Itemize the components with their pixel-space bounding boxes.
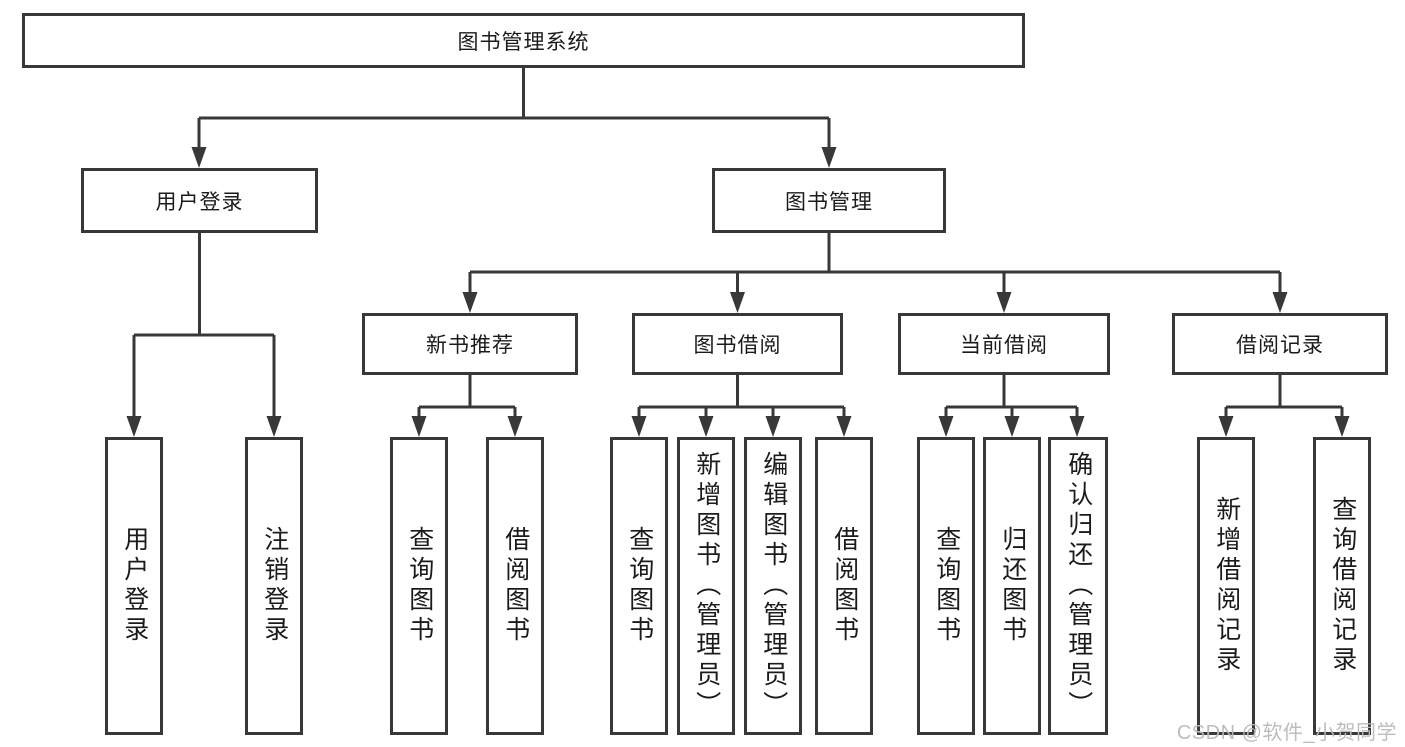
node-leaf-borrow-books-recommend: 借阅图书 [486, 437, 544, 735]
node-label: 图书管理 [785, 190, 873, 214]
connector-new-book-recommend-children [411, 375, 523, 437]
node-borrow-records: 借阅记录 [1172, 313, 1388, 375]
connector-borrow-records-children [1218, 375, 1350, 437]
node-leaf-confirm-return-admin: 确认归还（管理员） [1048, 437, 1108, 735]
node-book-management: 图书管理 [712, 168, 946, 233]
connector-book-borrow-children [631, 375, 852, 437]
connector-root-to-level2 [191, 68, 837, 168]
node-label: 编辑图书（管理员） [759, 451, 788, 721]
node-label: 借阅图书 [830, 526, 859, 646]
node-leaf-add-borrow-record: 新增借阅记录 [1197, 437, 1255, 735]
node-label: 新增图书（管理员） [692, 451, 721, 721]
node-leaf-return-book: 归还图书 [983, 437, 1041, 735]
node-label: 借阅记录 [1236, 334, 1324, 357]
node-label: 用户登录 [120, 526, 149, 646]
node-label: 新增借阅记录 [1212, 496, 1241, 676]
node-leaf-edit-book-admin: 编辑图书（管理员） [744, 437, 802, 735]
node-leaf-borrow-books: 借阅图书 [815, 437, 873, 735]
node-new-book-recommend: 新书推荐 [362, 313, 578, 375]
node-library-system: 图书管理系统 [22, 13, 1025, 68]
node-label: 查询图书 [405, 526, 434, 646]
node-label: 注销登录 [260, 526, 289, 646]
node-label: 用户登录 [155, 190, 244, 214]
node-leaf-user-login: 用户登录 [105, 437, 163, 735]
node-label: 查询图书 [932, 526, 961, 646]
node-label: 查询图书 [625, 526, 654, 646]
node-current-borrow: 当前借阅 [898, 313, 1110, 375]
node-label: 查询借阅记录 [1328, 496, 1357, 676]
node-label: 归还图书 [998, 526, 1027, 646]
node-label: 图书管理系统 [457, 30, 590, 54]
node-book-borrow: 图书借阅 [632, 313, 843, 375]
node-leaf-search-books-recommend: 查询图书 [390, 437, 448, 735]
node-leaf-search-books-current: 查询图书 [917, 437, 975, 735]
node-label: 新书推荐 [426, 334, 514, 357]
node-label: 图书借阅 [693, 334, 782, 357]
node-leaf-add-book-admin: 新增图书（管理员） [677, 437, 735, 735]
node-label: 确认归还（管理员） [1064, 451, 1093, 721]
csdn-watermark: CSDN @软件_小贺同学 [1176, 722, 1397, 744]
node-leaf-logout: 注销登录 [245, 437, 303, 735]
connector-current-borrow-children [938, 375, 1085, 437]
connector-user-login-children [126, 233, 282, 437]
node-label: 当前借阅 [960, 334, 1048, 357]
node-leaf-search-books-borrow: 查询图书 [610, 437, 668, 735]
node-leaf-search-borrow-record: 查询借阅记录 [1313, 437, 1371, 735]
node-user-login: 用户登录 [81, 168, 318, 233]
connector-book-management-children [462, 233, 1288, 313]
node-label: 借阅图书 [501, 526, 530, 646]
